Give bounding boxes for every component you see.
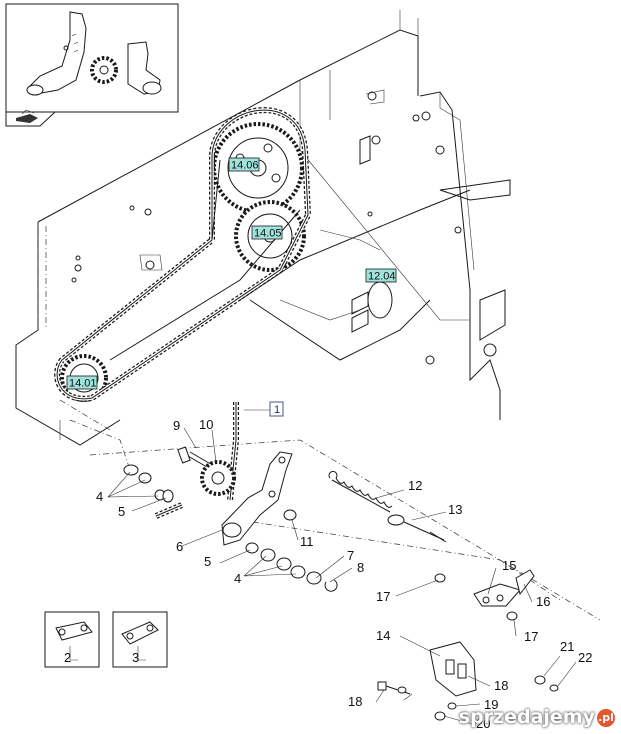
chain-drive (54, 107, 312, 402)
label-13: 13 (448, 502, 462, 517)
callout-14-05[interactable]: 14.05 (251, 225, 283, 240)
callout-14-06[interactable]: 14.06 (228, 157, 260, 172)
bracket-part-15 (473, 569, 535, 607)
label-21: 21 (560, 639, 574, 654)
part-number-labels: 9 10 4 5 6 5 4 11 7 8 12 13 15 16 17 17 … (64, 417, 592, 731)
label-7: 7 (347, 548, 354, 563)
label-18b: 18 (348, 694, 362, 709)
label-18a: 18 (494, 678, 508, 693)
inset-thumbnail (5, 3, 179, 127)
chain-link-box-2 (44, 611, 100, 668)
watermark-badge: .pl (597, 708, 615, 727)
label-9: 9 (173, 418, 180, 433)
chain-link-box-3 (112, 611, 168, 668)
label-10: 10 (199, 417, 213, 432)
label-17b: 17 (524, 629, 538, 644)
washer-part-7 (306, 571, 322, 585)
frame-structure (15, 10, 601, 621)
label-3: 3 (132, 650, 139, 665)
callout-12-04[interactable]: 12.04 (365, 268, 397, 283)
label-22: 22 (578, 650, 592, 665)
label-16: 16 (536, 594, 550, 609)
callout-text: 14.06 (231, 160, 259, 172)
washer-part-22 (549, 684, 559, 692)
watermark: sprzedajemy.pl (459, 706, 615, 728)
reference-text: 1 (274, 404, 280, 416)
label-20: 20 (476, 716, 490, 731)
nut-part-21 (534, 675, 546, 685)
label-19: 19 (484, 697, 498, 712)
view-arrow-icon[interactable] (16, 109, 38, 123)
eye-bolt-part-13 (387, 514, 447, 543)
bolt-part-18 (377, 681, 411, 695)
spring-part-12 (328, 470, 393, 513)
label-5a: 5 (118, 504, 125, 519)
callout-text: 12.04 (368, 271, 396, 283)
label-6: 6 (176, 539, 183, 554)
label-12: 12 (408, 478, 422, 493)
label-14: 14 (376, 628, 390, 643)
clip-part-8 (324, 579, 338, 592)
watermark-text: sprzedajemy (458, 706, 595, 728)
nut-part-20 (434, 711, 446, 721)
leader-lines (107, 427, 577, 725)
tension-arm-part-6 (221, 451, 293, 546)
label-2: 2 (64, 650, 71, 665)
callout-14-01[interactable]: 14.01 (66, 375, 98, 390)
label-11: 11 (300, 534, 314, 549)
label-17a: 17 (376, 589, 390, 604)
washer-part-19 (447, 702, 457, 710)
label-4a: 4 (96, 489, 103, 504)
plate-part-14 (429, 641, 477, 697)
reference-box-1[interactable]: 1 (269, 401, 284, 417)
label-5b: 5 (204, 554, 211, 569)
callout-text: 14.01 (69, 378, 97, 390)
bushing-part-11 (283, 509, 297, 521)
label-8: 8 (357, 560, 364, 575)
sprocket-part-10 (200, 460, 236, 496)
spacer-part-5 (162, 489, 174, 503)
callout-text: 14.05 (254, 228, 282, 240)
label-15: 15 (502, 558, 516, 573)
washer-part-4 (123, 464, 139, 476)
label-4b: 4 (234, 571, 241, 586)
